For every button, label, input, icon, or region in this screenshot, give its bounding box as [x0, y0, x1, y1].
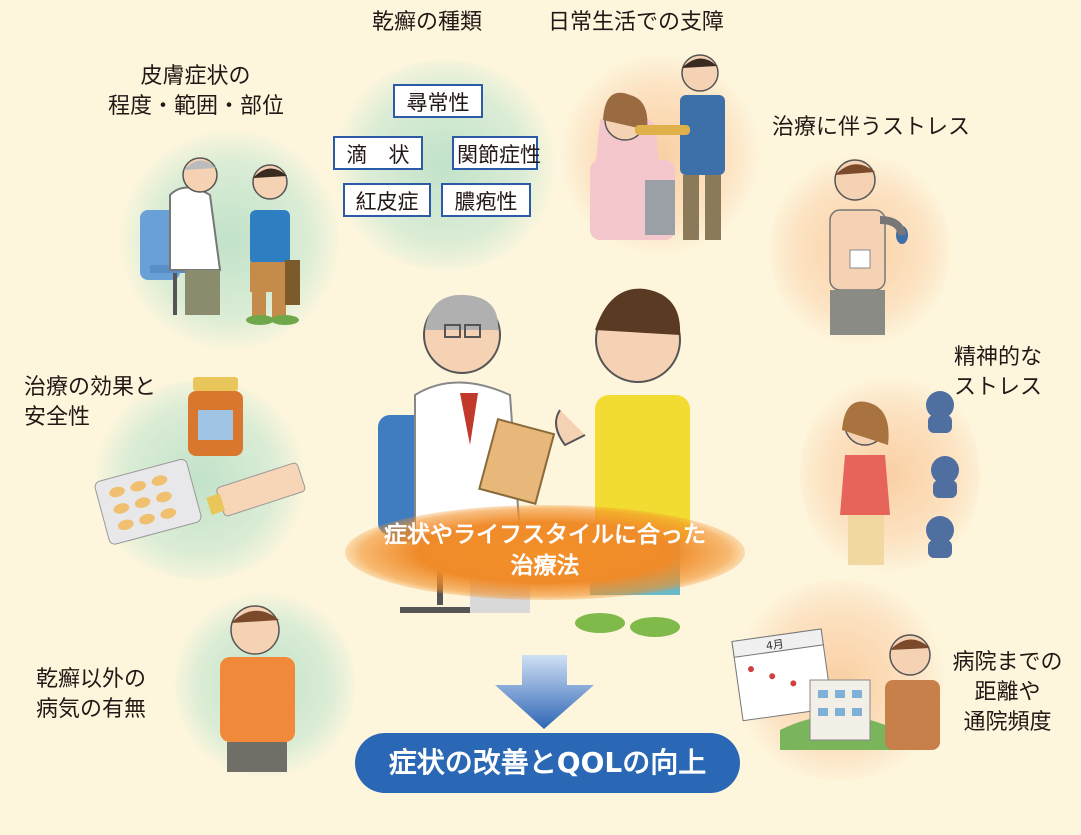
mental-label-line1: 精神的な	[953, 345, 1042, 370]
skin-label: 皮膚症状の 程度・範囲・部位	[108, 62, 285, 122]
mental-label: 精神的な ストレス	[938, 343, 1058, 403]
doctor-patient-exam-illustration	[140, 157, 300, 325]
type-pustular: 膿疱性	[441, 183, 531, 217]
hospital-label-line1: 病院までの	[952, 650, 1063, 675]
unwell-man-illustration	[220, 605, 295, 772]
medicine-illustration	[94, 377, 306, 545]
types-label: 乾癬の種類	[372, 10, 483, 35]
stressed-woman-illustration	[840, 391, 959, 565]
type-arthropathic: 関節症性	[452, 136, 541, 170]
ointment-applying-man-illustration	[829, 159, 908, 335]
center-treatment-text: 症状やライフスタイルに合った 治療法	[345, 520, 745, 582]
skin-label-line1: 皮膚症状の	[140, 64, 251, 89]
down-arrow-icon	[495, 655, 594, 729]
other-label-line1: 乾癬以外の	[36, 667, 147, 692]
efficacy-label: 治療の効果と 安全性	[24, 373, 156, 433]
type-erythrodermic: 紅皮症	[343, 183, 431, 217]
result-banner: 症状の改善とQOLの向上	[355, 733, 740, 793]
hairdresser-illustration	[590, 54, 725, 240]
center-glow	[345, 505, 745, 600]
type-guttate: 滴 状	[333, 136, 423, 170]
daily-life-label: 日常生活での支障	[548, 10, 725, 35]
mental-label-line2: ストレス	[953, 375, 1042, 400]
efficacy-label-line1: 治療の効果と	[24, 375, 157, 400]
treatment-stress-label: 治療に伴うストレス	[772, 115, 971, 140]
calendar-month: 4月	[765, 637, 785, 652]
center-line1: 症状やライフスタイルに合った	[384, 522, 706, 548]
hospital-label-line2: 距離や	[974, 680, 1041, 705]
other-label-line2: 病気の有無	[36, 697, 147, 722]
other-disease-label: 乾癬以外の 病気の有無	[36, 665, 146, 725]
efficacy-label-line2: 安全性	[24, 405, 91, 430]
skin-label-line2: 程度・範囲・部位	[108, 94, 285, 119]
hospital-calendar-illustration: 4月	[731, 628, 940, 750]
hospital-label-line3: 通院頻度	[963, 710, 1052, 735]
center-line2: 治療法	[510, 553, 580, 579]
type-vulgaris: 尋常性	[393, 84, 483, 118]
hospital-label: 病院までの 距離や 通院頻度	[945, 648, 1070, 738]
